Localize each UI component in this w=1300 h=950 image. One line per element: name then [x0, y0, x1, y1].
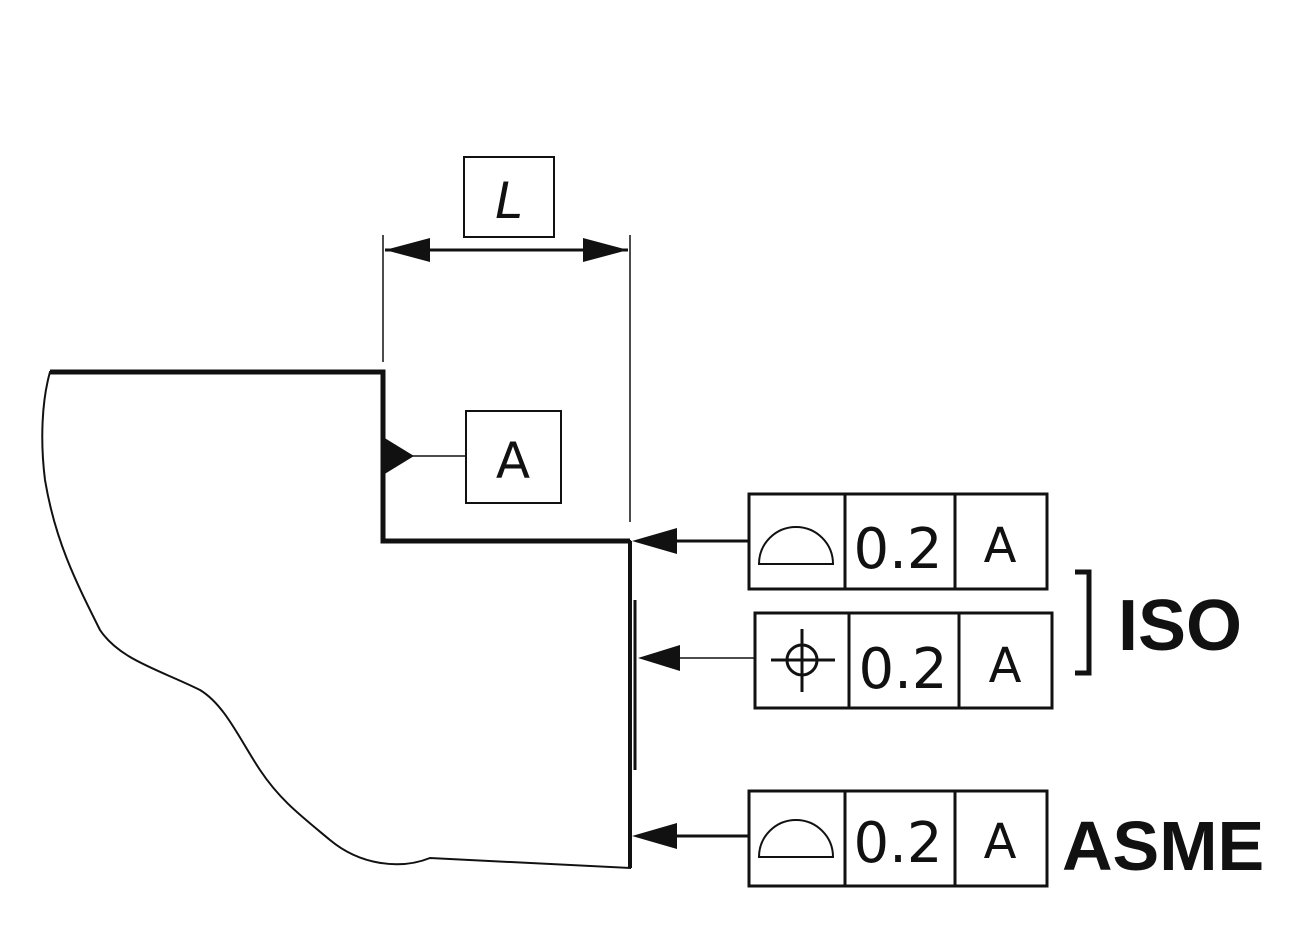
arrow-right-icon	[583, 238, 628, 262]
datum-triangle-icon	[383, 437, 414, 475]
feature-control-frame-iso-profile: 0.2 A	[632, 492, 1049, 591]
arrow-left-icon	[385, 238, 430, 262]
datum-reference: A	[984, 518, 1017, 574]
basic-dimension-box	[463, 156, 555, 238]
dimension-l: L	[382, 156, 631, 522]
leader-arrow-icon	[638, 645, 680, 671]
position-icon	[771, 629, 835, 692]
feature-control-frame-asme-profile: 0.2 A	[632, 789, 1049, 888]
datum-reference: A	[984, 814, 1017, 870]
asme-label: ASME	[1062, 807, 1264, 885]
tolerance-value: 0.2	[853, 811, 942, 876]
part-outline	[41, 371, 631, 870]
datum-reference: A	[989, 638, 1022, 694]
iso-label: ISO	[1118, 586, 1242, 666]
datum-label: A	[496, 432, 530, 490]
iso-bracket	[1075, 569, 1092, 676]
leader-arrow-icon	[632, 528, 677, 554]
tolerance-value: 0.2	[853, 517, 942, 582]
datum-feature-symbol: A	[383, 410, 562, 504]
tolerance-value: 0.2	[858, 637, 947, 702]
dimension-label: L	[495, 172, 523, 230]
feature-control-frame-iso-position: 0.2 A	[638, 611, 1054, 710]
profile-of-a-line-icon	[757, 819, 835, 858]
leader-arrow-icon	[632, 823, 677, 849]
profile-of-a-line-icon	[757, 526, 835, 565]
